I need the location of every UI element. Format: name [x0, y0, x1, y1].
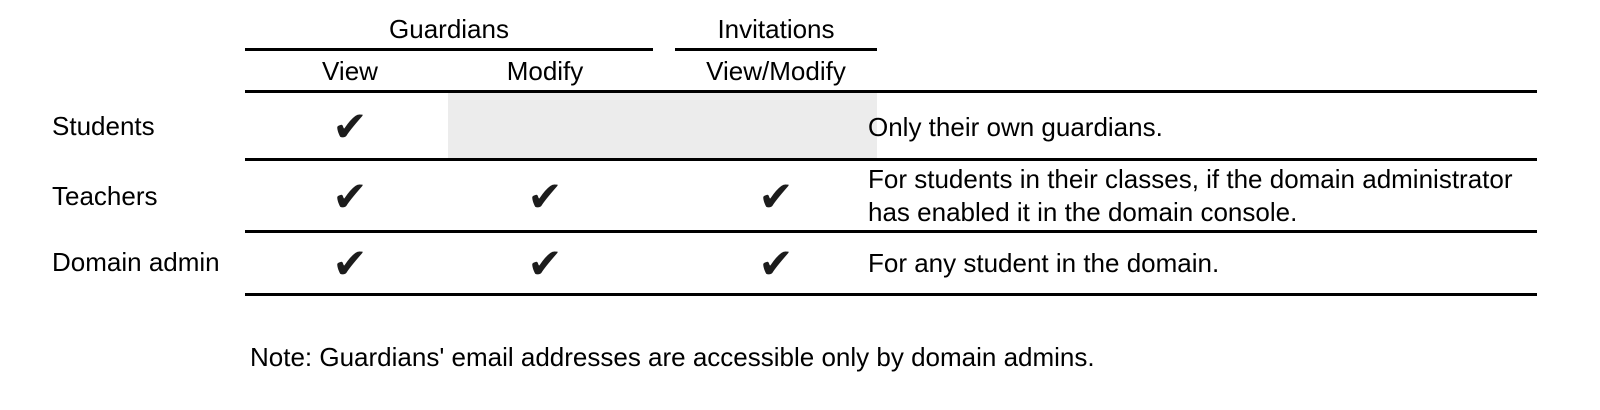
- header-rule: [245, 90, 1537, 93]
- footnote: Note: Guardians' email addresses are acc…: [250, 342, 1095, 372]
- view-column-header: View: [322, 56, 378, 86]
- note-students-line: Only their own guardians.: [868, 112, 1163, 142]
- note-teachers: For students in their classes, if the do…: [868, 163, 1538, 229]
- teachers-row-rule: [245, 230, 1537, 233]
- invitations-group-underline: [675, 48, 877, 51]
- note-domain-admin-line: For any student in the domain.: [868, 248, 1220, 278]
- students-guardians-view-check-icon: ✔: [332, 101, 368, 151]
- domain-admin-guardians-modify-check-icon: ✔: [527, 238, 563, 288]
- domain-admin-invitations-check-icon: ✔: [758, 238, 794, 288]
- teachers-guardians-modify-check-icon: ✔: [527, 171, 563, 221]
- guardians-group-underline: [245, 48, 653, 51]
- teachers-invitations-check-icon: ✔: [758, 171, 794, 221]
- students-disabled-permissions-cell: [448, 93, 877, 158]
- modify-column-header: Modify: [506, 56, 584, 86]
- students-row-rule: [245, 158, 1537, 161]
- row-label-teachers: Teachers: [52, 181, 158, 211]
- invitations-column-group-header: Invitations: [717, 14, 835, 44]
- row-label-students: Students: [52, 111, 155, 141]
- row-label-domain-admin: Domain admin: [52, 247, 220, 277]
- domain-admin-row-rule: [245, 293, 1537, 296]
- domain-admin-guardians-view-check-icon: ✔: [332, 238, 368, 288]
- view-modify-column-header: View/Modify: [706, 56, 846, 86]
- note-teachers-line-1: For students in their classes, if the do…: [868, 164, 1513, 194]
- guardians-column-group-header: Guardians: [389, 14, 509, 44]
- note-domain-admin: For any student in the domain.: [868, 247, 1538, 280]
- note-teachers-line-2: has enabled it in the domain console.: [868, 197, 1298, 227]
- note-students: Only their own guardians.: [868, 111, 1538, 144]
- teachers-guardians-view-check-icon: ✔: [332, 171, 368, 221]
